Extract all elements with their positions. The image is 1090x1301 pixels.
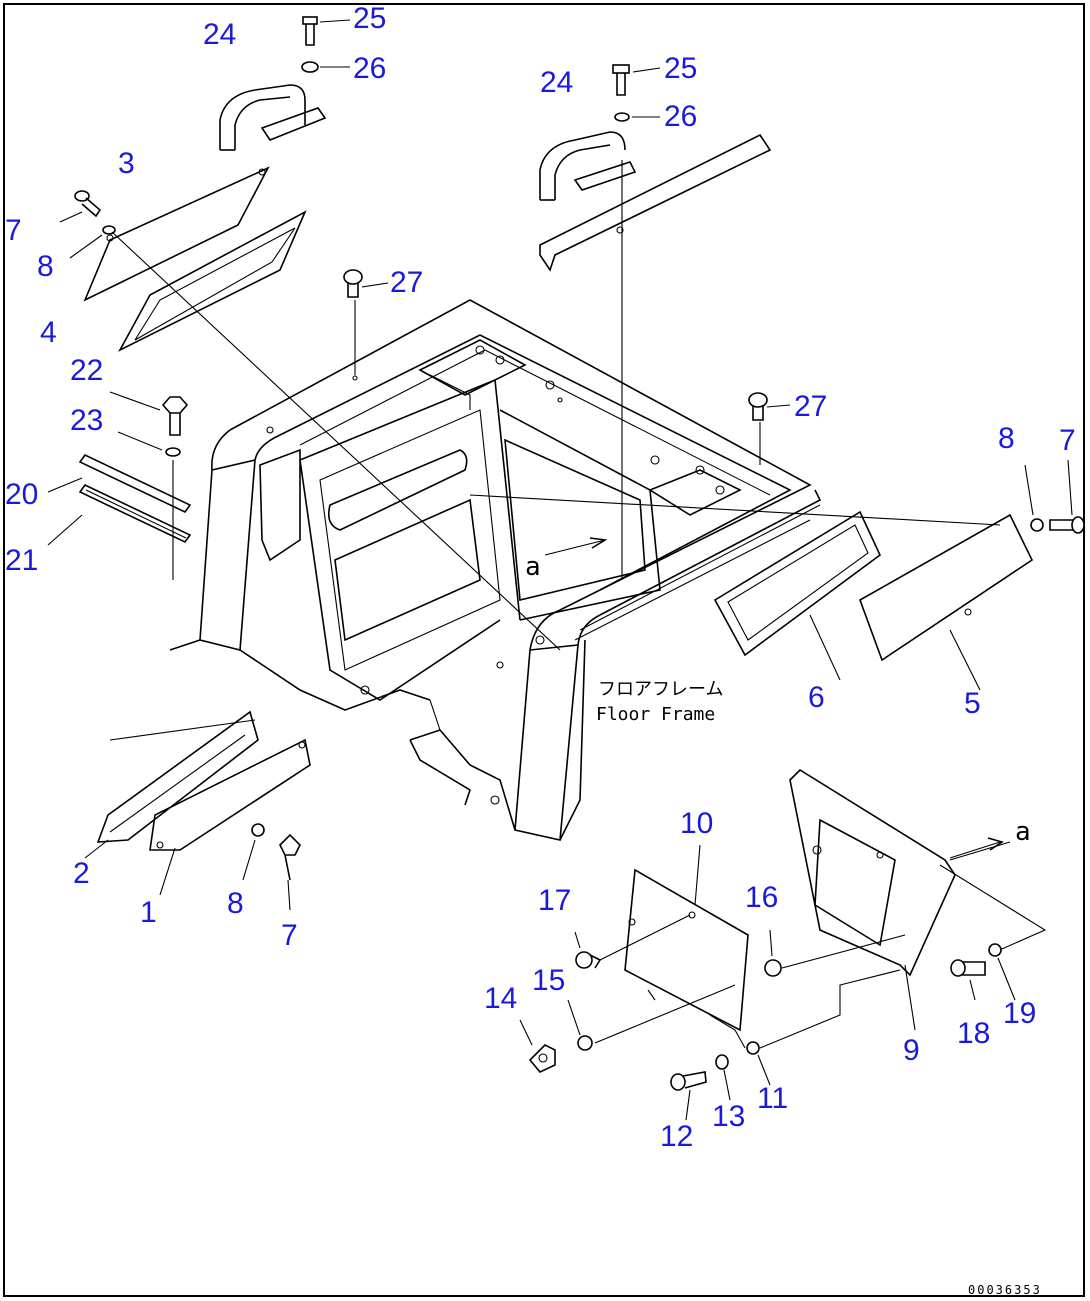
knob-14 bbox=[519, 1019, 556, 1073]
callout-24b: 24 bbox=[540, 66, 573, 99]
bolt-25-left bbox=[301, 16, 351, 73]
callout-11: 11 bbox=[757, 1082, 788, 1115]
grab-handle-right bbox=[539, 131, 772, 272]
access-panel-9 bbox=[789, 768, 1047, 1031]
callout-26a: 26 bbox=[353, 52, 386, 85]
gasket-4 bbox=[118, 210, 307, 352]
bolt-27-right bbox=[748, 392, 791, 465]
callout-7c: 7 bbox=[281, 919, 298, 952]
callout-12: 12 bbox=[660, 1120, 693, 1153]
callout-17: 17 bbox=[538, 884, 571, 917]
bolt-7-right bbox=[1024, 459, 1085, 534]
washer-16 bbox=[764, 929, 906, 977]
callout-19: 19 bbox=[1003, 997, 1036, 1030]
callout-1: 1 bbox=[140, 896, 157, 929]
bolt-7-bottom bbox=[242, 823, 301, 911]
bolt-27-left bbox=[343, 269, 389, 375]
bolt-17 bbox=[574, 914, 691, 969]
cover-plate-2 bbox=[84, 710, 259, 859]
callout-13: 13 bbox=[712, 1100, 745, 1133]
reference-mark-frame: a bbox=[525, 552, 541, 582]
reference-mark-panel: a bbox=[1015, 817, 1031, 847]
nut-11 bbox=[746, 969, 901, 1086]
callout-8b: 8 bbox=[998, 422, 1015, 455]
reference-arrow-a-frame: a bbox=[525, 537, 608, 582]
drawing-number: 00036353 bbox=[968, 1283, 1042, 1297]
callout-27b: 27 bbox=[794, 390, 827, 423]
frame-label-jp: フロアフレーム bbox=[598, 679, 723, 700]
callout-18: 18 bbox=[957, 1017, 990, 1050]
floor-frame bbox=[169, 299, 822, 841]
callout-25a: 25 bbox=[353, 2, 386, 35]
callout-23: 23 bbox=[70, 404, 103, 437]
cover-plate-5 bbox=[469, 494, 1034, 691]
callout-5: 5 bbox=[964, 687, 981, 720]
callout-8a: 8 bbox=[37, 250, 54, 283]
callout-25b: 25 bbox=[664, 52, 697, 85]
callout-9: 9 bbox=[903, 1034, 920, 1067]
bolt-25-right bbox=[612, 64, 661, 580]
reference-arrow-a-panel: a bbox=[949, 817, 1031, 859]
callout-6: 6 bbox=[808, 681, 825, 714]
frame-label-en: Floor Frame bbox=[596, 704, 715, 725]
callout-7a: 7 bbox=[5, 214, 22, 247]
cover-10 bbox=[624, 844, 749, 1049]
callout-3: 3 bbox=[118, 147, 135, 180]
callout-14: 14 bbox=[484, 982, 517, 1015]
callout-15: 15 bbox=[532, 964, 565, 997]
callout-8c: 8 bbox=[227, 887, 244, 920]
callout-22: 22 bbox=[70, 354, 103, 387]
callout-16: 16 bbox=[745, 881, 778, 914]
cover-plate-3 bbox=[83, 166, 270, 302]
grab-handle-left bbox=[219, 84, 327, 151]
bolt-22 bbox=[109, 391, 189, 580]
bolt-7-top bbox=[59, 190, 561, 651]
callout-2: 2 bbox=[73, 857, 90, 890]
washer-15 bbox=[567, 984, 736, 1051]
cover-plate-6 bbox=[713, 510, 882, 657]
frame-bolt-holes bbox=[266, 345, 725, 805]
plate-21 bbox=[47, 483, 192, 546]
callout-21: 21 bbox=[5, 544, 38, 577]
plate-20 bbox=[47, 453, 192, 514]
callout-27a: 27 bbox=[390, 266, 423, 299]
callout-26b: 26 bbox=[664, 100, 697, 133]
washer-13 bbox=[715, 1054, 731, 1101]
callout-labels: 24 25 26 3 7 8 4 22 23 20 21 27 24 25 26… bbox=[5, 2, 1076, 1153]
cover-plate-1 bbox=[149, 738, 311, 896]
bolt-12 bbox=[670, 1071, 707, 1121]
callout-24a: 24 bbox=[203, 18, 236, 51]
drawing-border bbox=[3, 3, 1085, 1297]
callout-7b: 7 bbox=[1059, 424, 1076, 457]
bolt-18 bbox=[950, 959, 986, 1001]
callout-10: 10 bbox=[680, 807, 713, 840]
callout-4: 4 bbox=[40, 316, 57, 349]
callout-20: 20 bbox=[5, 478, 38, 511]
washer-19 bbox=[988, 943, 1016, 1001]
